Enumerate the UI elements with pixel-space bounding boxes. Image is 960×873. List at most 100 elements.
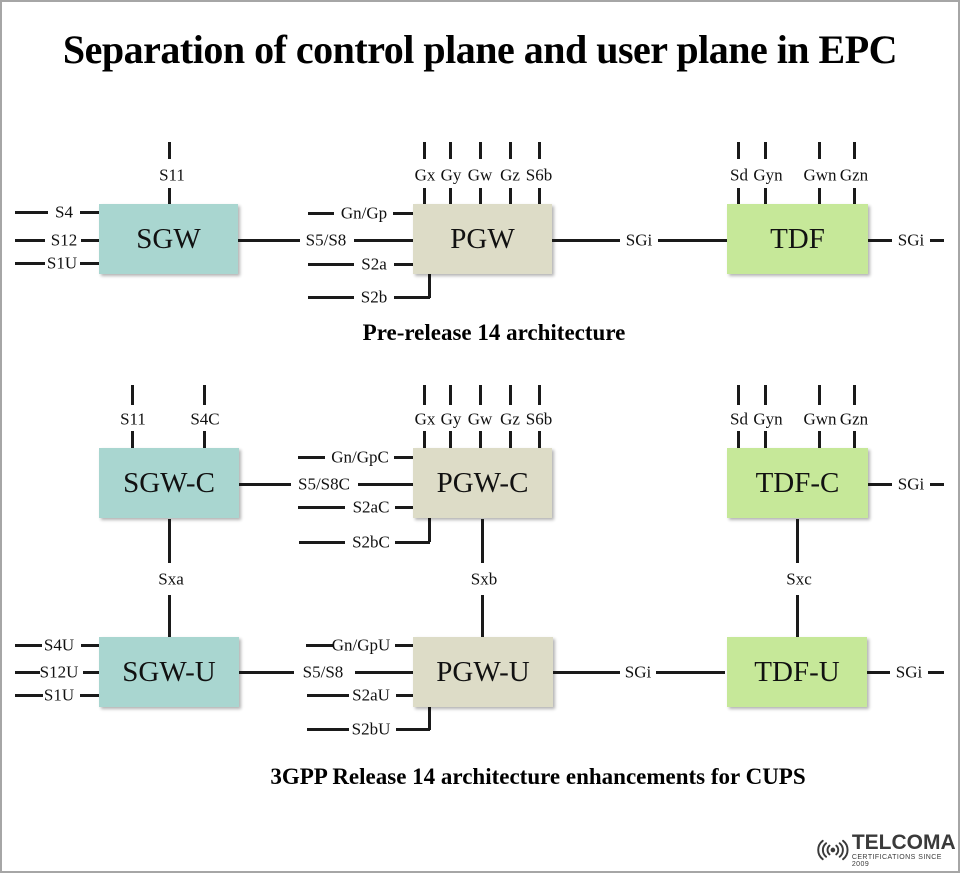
interface-label-gx-c: Gx: [414, 409, 436, 429]
interface-label-s2bu: S2bU: [351, 719, 391, 739]
connector-line: [538, 188, 541, 204]
connector-line: [15, 211, 48, 214]
connector-line: [538, 142, 541, 159]
page-title: Separation of control plane and user pla…: [62, 27, 898, 72]
interface-label-gzn-c: Gzn: [839, 409, 869, 429]
connector-line: [238, 239, 300, 242]
interface-label-sd: Sd: [730, 165, 748, 185]
interface-label-s2a: S2a: [361, 254, 387, 274]
connector-line: [308, 212, 334, 215]
interface-label-s2bc: S2bC: [352, 532, 390, 552]
interface-label-sxa: Sxa: [158, 569, 184, 589]
interface-label-s6b-c: S6b: [525, 409, 553, 429]
interface-label-gyn-c: Gyn: [753, 409, 783, 429]
connector-line: [308, 296, 354, 299]
connector-line: [15, 694, 43, 697]
connector-line: [15, 262, 45, 265]
tdf-c-box: TDF-C: [727, 448, 868, 518]
connector-line: [394, 263, 413, 266]
connector-line: [737, 385, 740, 405]
connector-line: [764, 385, 767, 405]
diagram1-caption: Pre-release 14 architecture: [362, 320, 626, 345]
connector-line: [737, 188, 740, 204]
connector-line: [449, 188, 452, 204]
connector-line: [395, 644, 413, 647]
connector-line: [299, 541, 345, 544]
connector-line: [423, 385, 426, 405]
interface-label-s5s8: S5/S8: [305, 230, 347, 250]
connector-line: [354, 239, 413, 242]
connector-line: [538, 431, 541, 448]
interface-label-gngpu: Gn/GpU: [331, 635, 391, 655]
connector-line: [239, 671, 294, 674]
interface-label-s5s8c: S5/S8C: [298, 474, 350, 494]
connector-line: [479, 385, 482, 405]
connector-line: [737, 142, 740, 159]
connector-line: [479, 142, 482, 159]
interface-label-s11: S11: [159, 165, 185, 185]
logo-name: TELCOMA: [851, 831, 956, 854]
interface-label-gw-c: Gw: [467, 409, 493, 429]
interface-label-gy-c: Gy: [440, 409, 462, 429]
connector-line: [83, 671, 99, 674]
connector-line: [853, 431, 856, 448]
sgw-box: SGW: [99, 204, 238, 274]
telcoma-logo: TELCOMA CERTIFICATIONS SINCE 2009: [815, 832, 958, 868]
connector-line: [818, 188, 821, 204]
connector-line: [658, 239, 727, 242]
interface-label-gzn: Gzn: [839, 165, 869, 185]
connector-line: [449, 142, 452, 159]
connector-line: [818, 431, 821, 448]
interface-label-s12u: S12U: [39, 662, 79, 682]
connector-line: [764, 188, 767, 204]
connector-line: [509, 188, 512, 204]
connector-line: [796, 595, 799, 637]
connector-line: [80, 694, 99, 697]
interface-label-gz: Gz: [500, 165, 520, 185]
sgw-c-box: SGW-C: [99, 448, 239, 518]
connector-line: [868, 483, 892, 486]
interface-label-s6b: S6b: [525, 165, 553, 185]
connector-line: [796, 519, 799, 563]
interface-label-gz-c: Gz: [500, 409, 520, 429]
interface-label-sgi-u-right: SGi: [895, 662, 923, 682]
interface-label-gw: Gw: [467, 165, 493, 185]
connector-line: [552, 239, 620, 242]
connector-line: [930, 239, 944, 242]
connector-line: [553, 671, 620, 674]
connector-line: [764, 142, 767, 159]
interface-label-gy: Gy: [440, 165, 462, 185]
interface-label-gwn: Gwn: [803, 165, 837, 185]
connector-line: [395, 541, 430, 544]
connector-line: [449, 385, 452, 405]
connector-line: [203, 385, 206, 405]
connector-line: [853, 188, 856, 204]
connector-line: [298, 456, 325, 459]
connector-line: [394, 296, 430, 299]
connector-line: [298, 506, 345, 509]
logo-tagline: CERTIFICATIONS SINCE 2009: [851, 854, 942, 868]
connector-line: [423, 142, 426, 159]
interface-label-s11c: S11: [120, 409, 146, 429]
tdf-box: TDF: [727, 204, 868, 274]
connector-line: [396, 728, 430, 731]
connector-line: [479, 431, 482, 448]
interface-label-sgi-mid: SGi: [625, 230, 653, 250]
interface-label-s2b: S2b: [360, 287, 388, 307]
diagram2-caption: 3GPP Release 14 architecture enhancement…: [270, 764, 806, 789]
interface-label-s4: S4: [55, 202, 73, 222]
connector-line: [393, 212, 413, 215]
connector-line: [428, 707, 431, 730]
tdf-u-box: TDF-U: [727, 637, 867, 707]
connector-line: [867, 671, 890, 674]
connector-line: [423, 431, 426, 448]
connector-line: [81, 239, 99, 242]
connector-line: [853, 142, 856, 159]
connector-line: [764, 431, 767, 448]
interface-label-s12: S12: [50, 230, 78, 250]
connector-line: [307, 694, 349, 697]
interface-label-gngpc: Gn/GpC: [331, 447, 389, 467]
interface-label-gyn: Gyn: [753, 165, 783, 185]
connector-line: [509, 385, 512, 405]
